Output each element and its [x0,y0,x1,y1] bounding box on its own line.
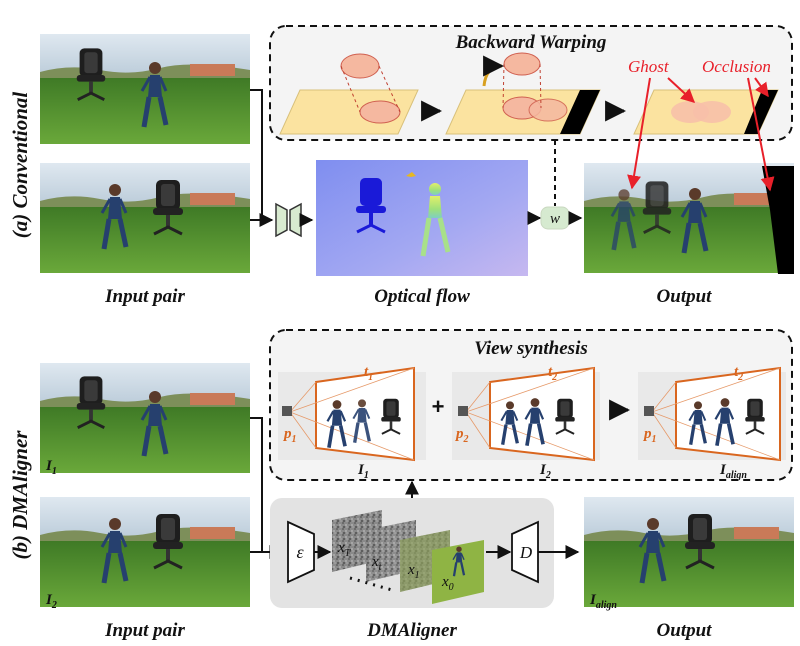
caption-output-a: Output [657,286,713,307]
row-label-dmaligner: (b) DMAligner [8,430,32,560]
align-label: Ialign [589,592,617,611]
backward-warping-panel: Backward Warping Ghost Occlus [269,25,793,141]
view-1: t1 p1 I1 [278,364,426,481]
connector-inputs-to-net-a [250,89,272,220]
view-2-time: t2 [548,364,557,383]
view-1-pos: p1 [282,426,297,445]
occlusion-label: Occlusion [702,57,771,76]
view-2-pos: p2 [454,426,469,445]
flow-network-icon [275,202,302,238]
view-1-time: t1 [364,364,373,383]
dmaligner-panel: ε xT xt x1 x0 D [270,498,554,608]
warp-symbol: W [550,211,560,227]
output-image-b: Ialign [584,497,794,611]
plus-sign: + [432,394,445,419]
view-2-image: I2 [539,462,551,481]
view-1-image: I1 [357,462,369,481]
warp-step-1 [279,53,419,135]
input-image-top-a [40,34,250,144]
caption-input-pair-b: Input pair [104,620,185,641]
row-label-conventional: (a) Conventional [8,92,32,239]
encoder-symbol: ε [296,542,304,562]
decoder-symbol: D [519,543,533,562]
latent-x0: x0 [432,540,484,604]
decoder-block [511,520,539,584]
warp-step-3 [633,89,779,135]
ghost-pointer-panel [667,77,696,103]
svg-text:x1: x1 [407,562,420,581]
caption-input-pair-a: Input pair [104,286,185,307]
view-3: t2 p1 Ialign [638,364,786,481]
view-synthesis-panel: View synthesis t1 p1 I1 + t2 p2 I2 [269,329,793,481]
img2-label: I2 [45,592,57,611]
svg-text:xt: xt [371,554,382,573]
svg-text:xT: xT [337,540,352,559]
warp-step-2 [445,52,601,135]
img1-label: I1 [45,458,57,477]
backward-warping-title: Backward Warping [455,32,607,53]
caption-output-b: Output [657,620,713,641]
input-image-top-b: I1 [40,363,250,477]
view-3-image: Ialign [719,462,747,481]
view-2: t2 p2 I2 [452,364,600,481]
input-image-bottom-b: I2 [40,497,250,611]
encoder-block [287,520,315,584]
occlusion-pointer-output [747,77,775,192]
view-3-pos: p1 [642,426,657,445]
warp-operator: W [540,206,570,230]
ghost-pointer-output [627,77,651,190]
ghost-label: Ghost [628,57,670,76]
view-synthesis-title: View synthesis [474,338,588,359]
caption-optical-flow: Optical flow [374,286,470,307]
occlusion-pointer-panel [754,77,769,98]
output-image-a [584,163,794,274]
caption-dmaligner: DMAligner [366,620,457,641]
input-image-bottom-a [40,163,250,273]
svg-text:x0: x0 [441,574,454,593]
view-3-time: t2 [734,364,743,383]
optical-flow-image [316,160,528,276]
